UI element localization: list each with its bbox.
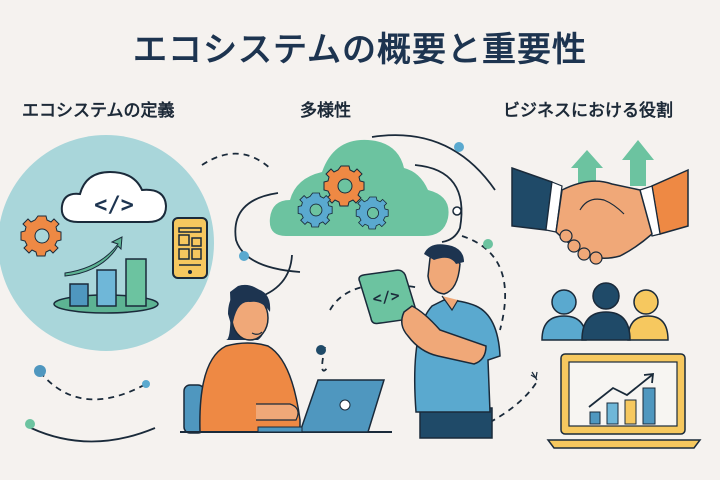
woman-with-laptop-illustration [180,284,392,434]
laptop-analytics-illustration [530,353,702,449]
mobile-app-icon [172,217,208,279]
page-title: エコシステムの概要と重要性 [133,30,587,70]
svg-text:</>: </> [94,193,134,218]
section-label-business-role: ビジネスにおける役割 [503,101,673,121]
team-people-illustration [541,282,669,341]
growth-chart-icon [53,236,159,314]
gear-icon [20,215,62,257]
gear-icon [297,192,333,228]
ecosystem-definition-illustration: </> [0,135,214,351]
diversity-cloud-illustration [269,139,449,236]
gear-icon [323,165,365,207]
gear-icon [355,196,389,230]
section-label-diversity: 多様性 [300,101,351,121]
cloud-code-icon: </> [60,170,168,223]
handshake-illustration [511,140,689,265]
man-with-tablet-illustration: </> [358,244,501,439]
section-label-definition: エコシステムの定義 [22,101,175,121]
connector-dots [25,142,493,429]
svg-text:</>: </> [371,286,400,308]
